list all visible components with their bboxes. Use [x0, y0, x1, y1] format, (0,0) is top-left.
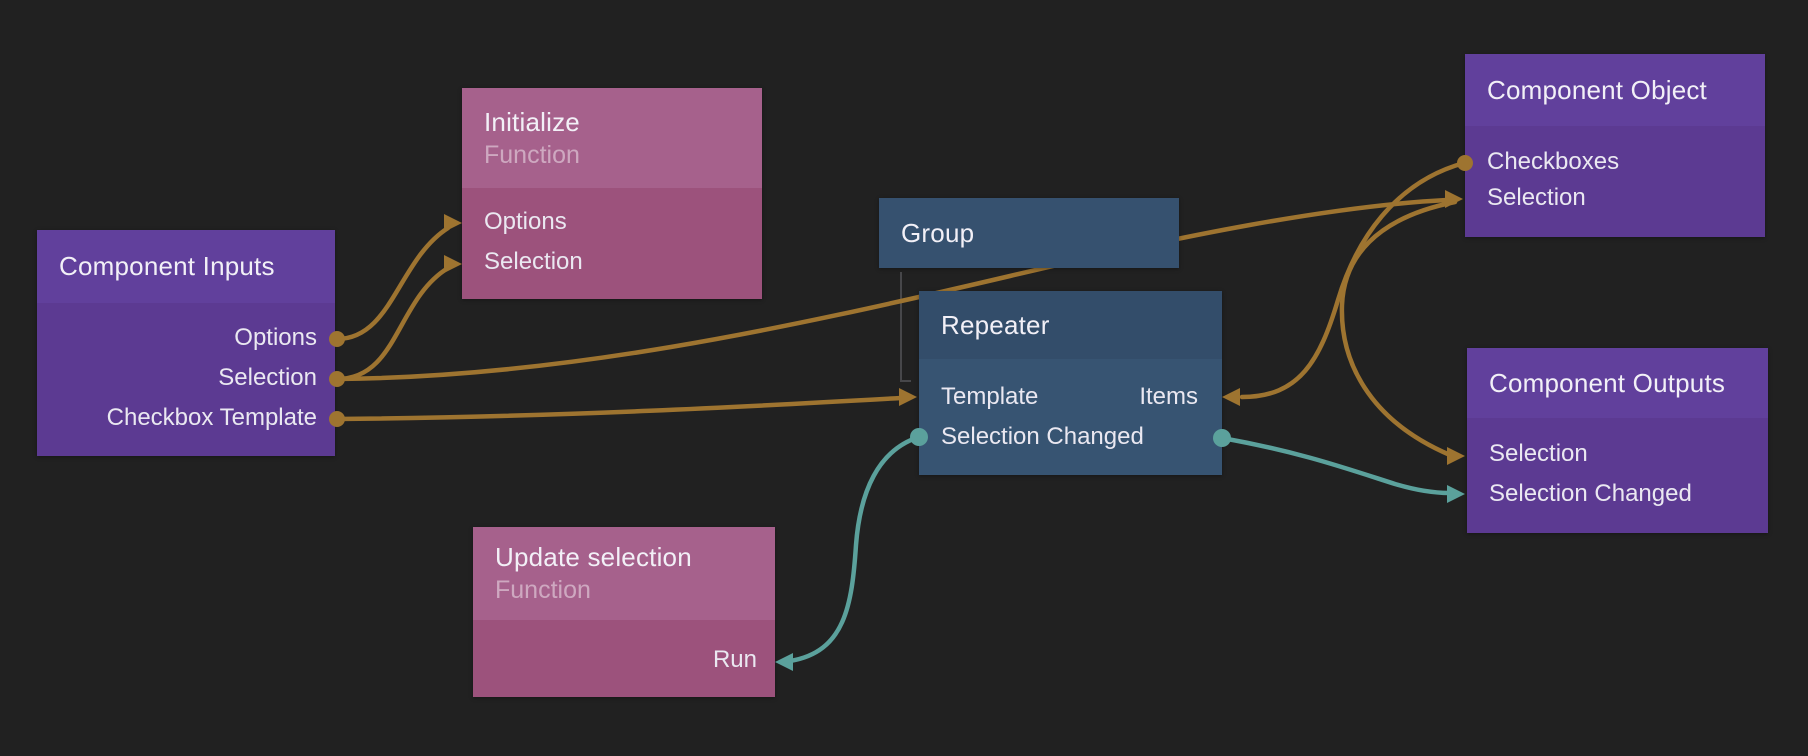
wire-checkbox-template-to-repeater-template[interactable] [334, 395, 904, 422]
node-component-object[interactable]: Component Object Checkboxes Selection [1465, 54, 1765, 237]
port-selection[interactable]: Selection [1487, 180, 1747, 216]
wire-inputs-selection-to-object-selection[interactable] [334, 197, 1450, 382]
wire-inputs-options-to-initialize-options[interactable] [334, 225, 451, 342]
node-title: Initialize [484, 106, 580, 137]
port-label: Options [484, 208, 567, 235]
node-component-inputs[interactable]: Component Inputs Options Selection Check… [37, 230, 335, 456]
port-selection[interactable]: Selection [484, 242, 744, 282]
port-template[interactable]: Template [941, 383, 1039, 410]
port-label: Checkbox Template [106, 404, 317, 431]
node-initialize[interactable]: Initialize Function Options Selection [462, 88, 762, 299]
port-selection-changed[interactable]: Selection Changed [1489, 474, 1750, 514]
wire-object-selection-to-outputs-selection[interactable] [1339, 199, 1458, 458]
port-options[interactable]: Options [484, 202, 744, 242]
node-header[interactable]: Repeater [919, 291, 1222, 359]
port-run[interactable]: Run [495, 640, 757, 680]
node-title: Update selection [495, 542, 692, 572]
port-label: Selection [484, 248, 583, 275]
node-title: Repeater [941, 309, 1050, 340]
port-selection[interactable]: Selection [59, 358, 317, 398]
wire-object-checkboxes-to-repeater-items[interactable] [1239, 160, 1467, 400]
node-type-label: Function [484, 140, 580, 169]
node-update-selection[interactable]: Update selection Function Run [473, 527, 775, 697]
port-label: Selection [218, 364, 317, 391]
port-checkboxes[interactable]: Checkboxes [1487, 144, 1747, 180]
node-header[interactable]: Component Inputs [37, 230, 335, 303]
port-label: Selection [1487, 184, 1586, 211]
node-header[interactable]: Group [879, 198, 1179, 268]
node-header[interactable]: Initialize Function [462, 88, 762, 188]
wire-inputs-selection-to-initialize-selection[interactable] [334, 265, 451, 382]
port-label: Options [234, 324, 317, 351]
port-checkbox-template[interactable]: Checkbox Template [59, 398, 317, 438]
node-type-label: Function [495, 576, 591, 604]
port-label: Run [712, 646, 757, 673]
port-label: Checkboxes [1487, 148, 1620, 175]
port-selection[interactable]: Selection [1489, 434, 1750, 474]
port-selection-changed[interactable]: Selection Changed [941, 417, 1198, 457]
hierarchy-line-group-repeater [900, 272, 911, 382]
port-items[interactable]: Items [1139, 383, 1198, 410]
node-group[interactable]: Group [879, 198, 1179, 268]
node-repeater[interactable]: Repeater Template Items Selection Change… [919, 291, 1222, 475]
port-options[interactable]: Options [59, 318, 317, 358]
node-header[interactable]: Component Object [1465, 54, 1765, 126]
node-header[interactable]: Component Outputs [1467, 348, 1768, 418]
port-label: Selection Changed [941, 423, 1144, 450]
wire-repeater-selchanged-to-outputs-selchanged[interactable] [1219, 435, 1452, 496]
port-label: Selection [1489, 440, 1588, 467]
node-header[interactable]: Update selection Function [473, 527, 775, 620]
wire-repeater-selchanged-to-update-run[interactable] [787, 434, 922, 664]
port-label: Selection Changed [1489, 480, 1692, 507]
node-title: Component Object [1487, 74, 1707, 105]
node-title: Component Inputs [59, 251, 275, 281]
node-title: Group [901, 217, 975, 248]
node-component-outputs[interactable]: Component Outputs Selection Selection Ch… [1467, 348, 1768, 533]
node-title: Component Outputs [1489, 367, 1726, 398]
